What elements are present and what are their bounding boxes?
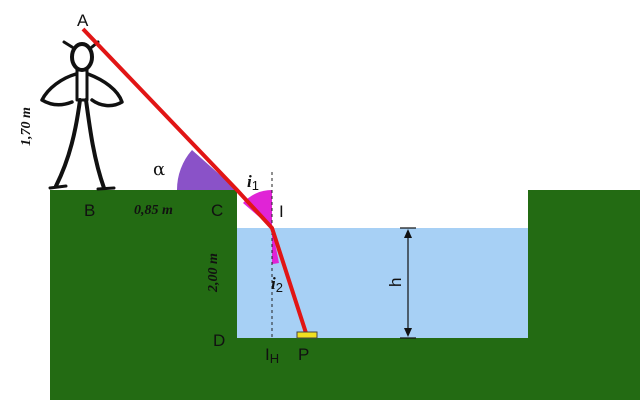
label-i1: i1 <box>247 172 259 193</box>
label-point-ih: IH <box>265 345 279 366</box>
label-point-b: B <box>84 201 95 220</box>
alpha-angle-arc <box>176 150 237 190</box>
label-point-i: I <box>279 202 284 221</box>
height-dimension-arrow <box>400 227 416 339</box>
observer-figure <box>40 40 124 191</box>
light-ray <box>81 27 308 334</box>
label-i2: i2 <box>271 274 283 295</box>
label-point-d: D <box>213 331 225 350</box>
label-i2-sub: 2 <box>276 280 283 295</box>
label-point-ih-main: I <box>265 345 270 364</box>
label-water-height: h <box>386 278 405 287</box>
label-bc-length: 0,85 m <box>134 203 173 218</box>
label-point-ih-sub: H <box>270 351 279 366</box>
label-i1-sub: 1 <box>252 178 259 193</box>
label-alpha: α <box>153 159 165 180</box>
target-object <box>296 331 318 339</box>
label-point-c: C <box>211 201 223 220</box>
label-i2-main: i <box>271 274 276 293</box>
label-person-height: 1,70 m <box>19 107 34 146</box>
water-pool <box>237 228 528 338</box>
label-cd-depth: 2,00 m <box>206 253 221 293</box>
label-point-a: A <box>77 11 89 30</box>
label-point-p: P <box>298 345 309 364</box>
label-i1-main: i <box>247 172 252 191</box>
ground-terrain <box>50 190 640 400</box>
